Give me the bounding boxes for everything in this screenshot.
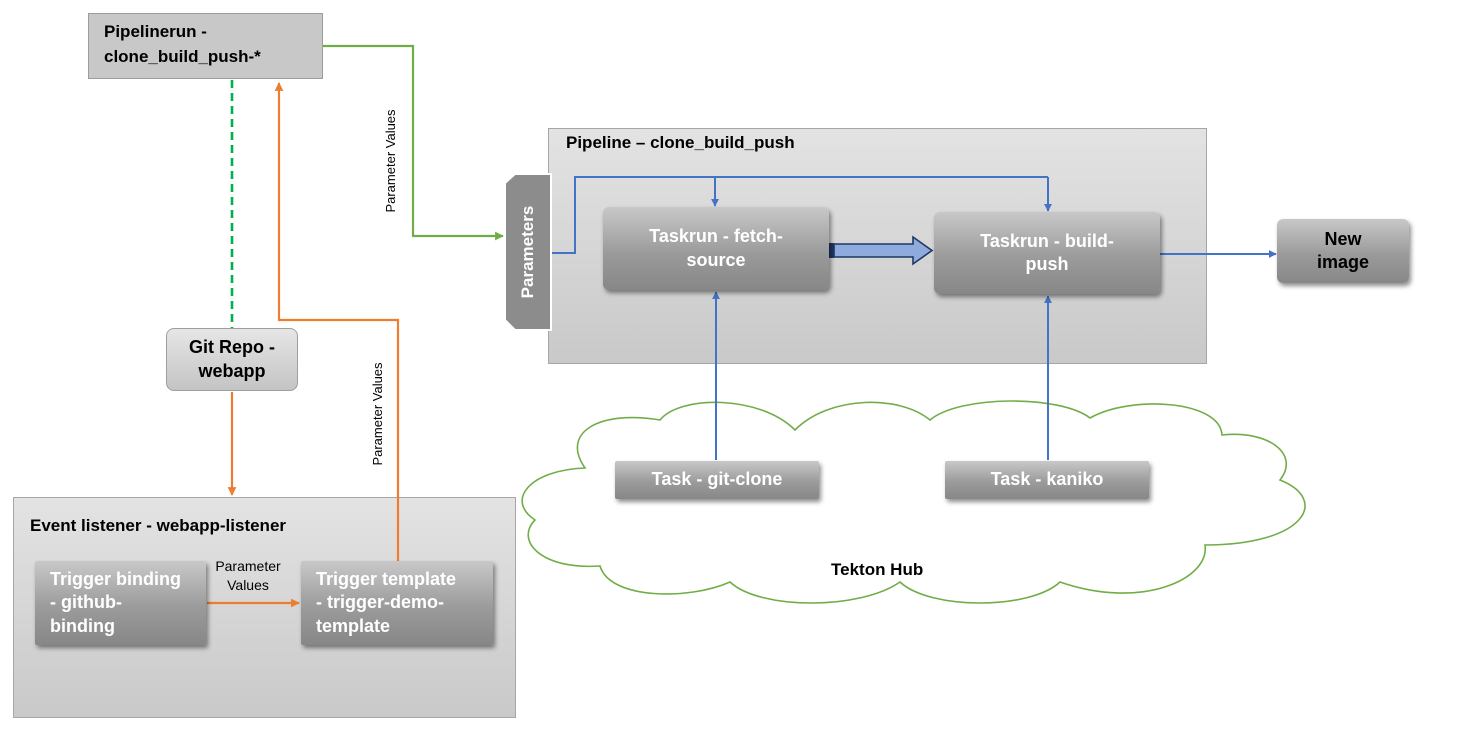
parameters-tab (504, 173, 552, 331)
block-arrow-start (828, 243, 834, 258)
edge-parameters-to-tasks (551, 176, 1048, 254)
taskrun-build-push: Taskrun - build- push (934, 212, 1160, 294)
new-image-node: New image (1277, 219, 1409, 283)
task-kaniko-node: Task - kaniko (945, 461, 1149, 499)
parameter-values-label-binding: Parameter Values (215, 558, 281, 593)
pipeline-title: Pipeline – clone_build_push (566, 133, 795, 152)
tekton-hub-cloud (521, 400, 1306, 604)
trigger-template-node: Trigger template - trigger-demo- templat… (301, 561, 493, 645)
block-arrow-fetch-to-build (833, 235, 934, 266)
trigger-binding-node: Trigger binding - github- binding (35, 561, 206, 645)
parameter-values-label-pipelinerun: Parameter Values (383, 109, 398, 213)
event-listener-title: Event listener - webapp-listener (30, 516, 287, 535)
parameters-label: Parameters (518, 205, 537, 299)
task-git-clone-node: Task - git-clone (615, 461, 819, 499)
taskrun-fetch-source: Taskrun - fetch- source (603, 207, 829, 290)
edge-pipelinerun-to-parameters (323, 44, 504, 241)
tekton-hub-label: Tekton Hub (831, 560, 924, 579)
edge-template-to-pipelinerun (274, 82, 400, 563)
parameter-values-label-template: Parameter Values (370, 362, 385, 466)
pipelinerun-title: Pipelinerun - clone_build_push-* (104, 22, 261, 66)
git-repo-node: Git Repo - webapp (166, 328, 298, 391)
pipelinerun-box (88, 13, 323, 79)
